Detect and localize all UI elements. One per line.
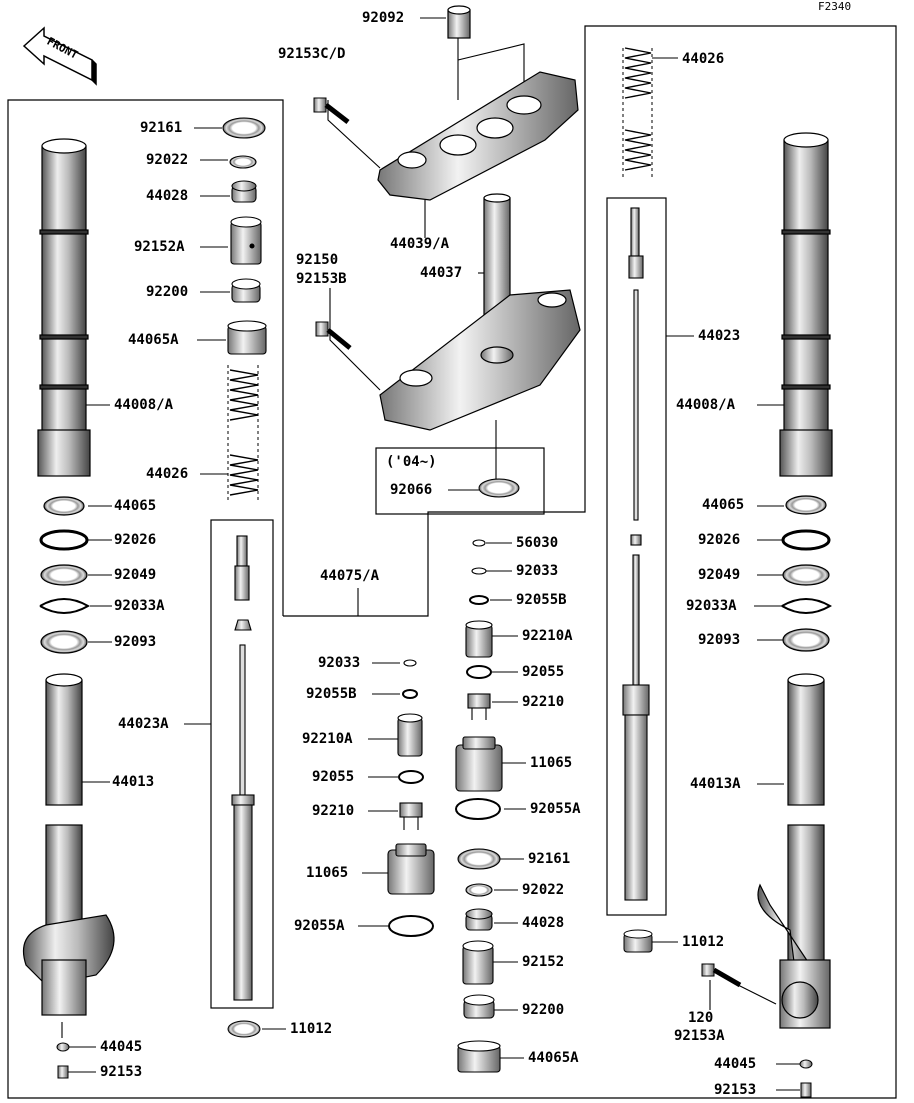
- label-92153-right: 92153: [714, 1082, 757, 1098]
- label-44039: 44039/A: [390, 236, 450, 252]
- label-44023A-left: 44023A: [118, 716, 169, 732]
- label-44045-left: 44045: [100, 1039, 143, 1055]
- left-fork-spring: [229, 369, 259, 496]
- upper-triple-clamp: [377, 5, 579, 201]
- right-lower-tube: [757, 673, 831, 1029]
- label-92152-c2: 92152: [522, 954, 565, 970]
- front-label-box: FRONT: [45, 35, 81, 62]
- label-92153CD: 92153C/D: [278, 46, 346, 62]
- label-92153-left: 92153: [100, 1064, 143, 1080]
- label-44065-left: 44065: [114, 498, 157, 514]
- left-fork-tube: [37, 138, 91, 477]
- label-44013-left: 44013: [112, 774, 155, 790]
- label-11065-c2: 11065: [530, 755, 573, 771]
- label-92200-left: 92200: [146, 284, 189, 300]
- label-92049-left: 92049: [114, 567, 157, 583]
- label-44037: 44037: [420, 265, 463, 281]
- label-44065A-left: 44065A: [128, 332, 179, 348]
- label-11012-right: 11012: [682, 934, 725, 950]
- label-92055B-c2: 92055B: [516, 592, 567, 608]
- label-92033-c2: 92033: [516, 563, 559, 579]
- label-44028-c2: 44028: [522, 915, 565, 931]
- label-92049-right: 92049: [698, 567, 741, 583]
- label-92055A-c2: 92055A: [530, 801, 581, 817]
- group-frames: [7, 25, 897, 1099]
- label-92022-c2: 92022: [522, 882, 565, 898]
- lower-triple-clamp: [379, 193, 581, 431]
- label-11012-left: 11012: [290, 1021, 333, 1037]
- right-fork-tube: [779, 132, 833, 477]
- label-92161-c2: 92161: [528, 851, 571, 867]
- label-92033-c1: 92033: [318, 655, 361, 671]
- front-label: FRONT: [45, 35, 81, 62]
- label-92210A-c2: 92210A: [522, 628, 573, 644]
- label-92055A-c1: 92055A: [294, 918, 345, 934]
- label-44045-right: 44045: [714, 1056, 757, 1072]
- lower-clamp-bolt: [315, 321, 352, 350]
- label-92152A-left: 92152A: [134, 239, 185, 255]
- center-col2-parts: [455, 539, 503, 1073]
- right-small-parts: [623, 929, 813, 1098]
- label-92210A-c1: 92210A: [302, 731, 353, 747]
- label-92161-left: 92161: [140, 120, 183, 136]
- front-arrow: [22, 26, 97, 86]
- stem-nut-92066: [478, 478, 520, 498]
- label-92153B: 92153B: [296, 271, 347, 287]
- right-cartridge: [622, 207, 650, 901]
- label-92055-c1: 92055: [312, 769, 355, 785]
- label-44008-left: 44008/A: [114, 397, 174, 413]
- label-44028-left: 44028: [146, 188, 189, 204]
- label-44075: 44075/A: [320, 568, 380, 584]
- label-92066: 92066: [390, 482, 433, 498]
- label-92093-right: 92093: [698, 632, 741, 648]
- label-11065-c1: 11065: [306, 865, 349, 881]
- spring-dash-lines: [227, 48, 653, 500]
- diagram-ref-code: F2340: [818, 0, 852, 13]
- left-small-parts: [222, 117, 267, 355]
- label-44013A-right: 44013A: [690, 776, 741, 792]
- label-92026-left: 92026: [114, 532, 157, 548]
- left-cartridge: [231, 535, 255, 1001]
- leader-lines: [61, 17, 800, 1091]
- label-44026-right: 44026: [682, 51, 725, 67]
- label-92055B-c1: 92055B: [306, 686, 357, 702]
- left-bolts: [56, 1020, 261, 1079]
- label-92026-right: 92026: [698, 532, 741, 548]
- label-120: 120: [688, 1010, 714, 1026]
- cartridge-left-frame: [210, 519, 274, 1009]
- right-seal-stack: [781, 495, 832, 652]
- label-92093-left: 92093: [114, 634, 157, 650]
- upper-clamp-bolt: [313, 97, 350, 124]
- left-seal-stack: [39, 496, 90, 654]
- center-col1-parts: [387, 659, 435, 937]
- label-56030: 56030: [516, 535, 559, 551]
- right-fork-spring: [624, 47, 652, 171]
- label-92055-c2: 92055: [522, 664, 565, 680]
- label-44065A-c2: 44065A: [528, 1050, 579, 1066]
- label-92033A-left: 92033A: [114, 598, 165, 614]
- label-44026-left: 44026: [146, 466, 189, 482]
- label-92153A-right: 92153A: [674, 1028, 725, 1044]
- label-92200-c2: 92200: [522, 1002, 565, 1018]
- label-92150: 92150: [296, 252, 339, 268]
- label-44008-right: 44008/A: [676, 397, 736, 413]
- label-44065-right: 44065: [702, 497, 745, 513]
- year-box: [375, 447, 545, 515]
- cartridge-right-frame: [606, 197, 667, 916]
- label-92022-left: 92022: [146, 152, 189, 168]
- year-note: ('04~): [386, 454, 437, 470]
- label-92210-c1: 92210: [312, 803, 355, 819]
- label-92210-c2: 92210: [522, 694, 565, 710]
- left-lower-tube: [22, 673, 115, 1016]
- label-44023-right: 44023: [698, 328, 741, 344]
- left-fork-frame: [7, 25, 897, 1099]
- label-92033A-right: 92033A: [686, 598, 737, 614]
- label-92092: 92092: [362, 10, 405, 26]
